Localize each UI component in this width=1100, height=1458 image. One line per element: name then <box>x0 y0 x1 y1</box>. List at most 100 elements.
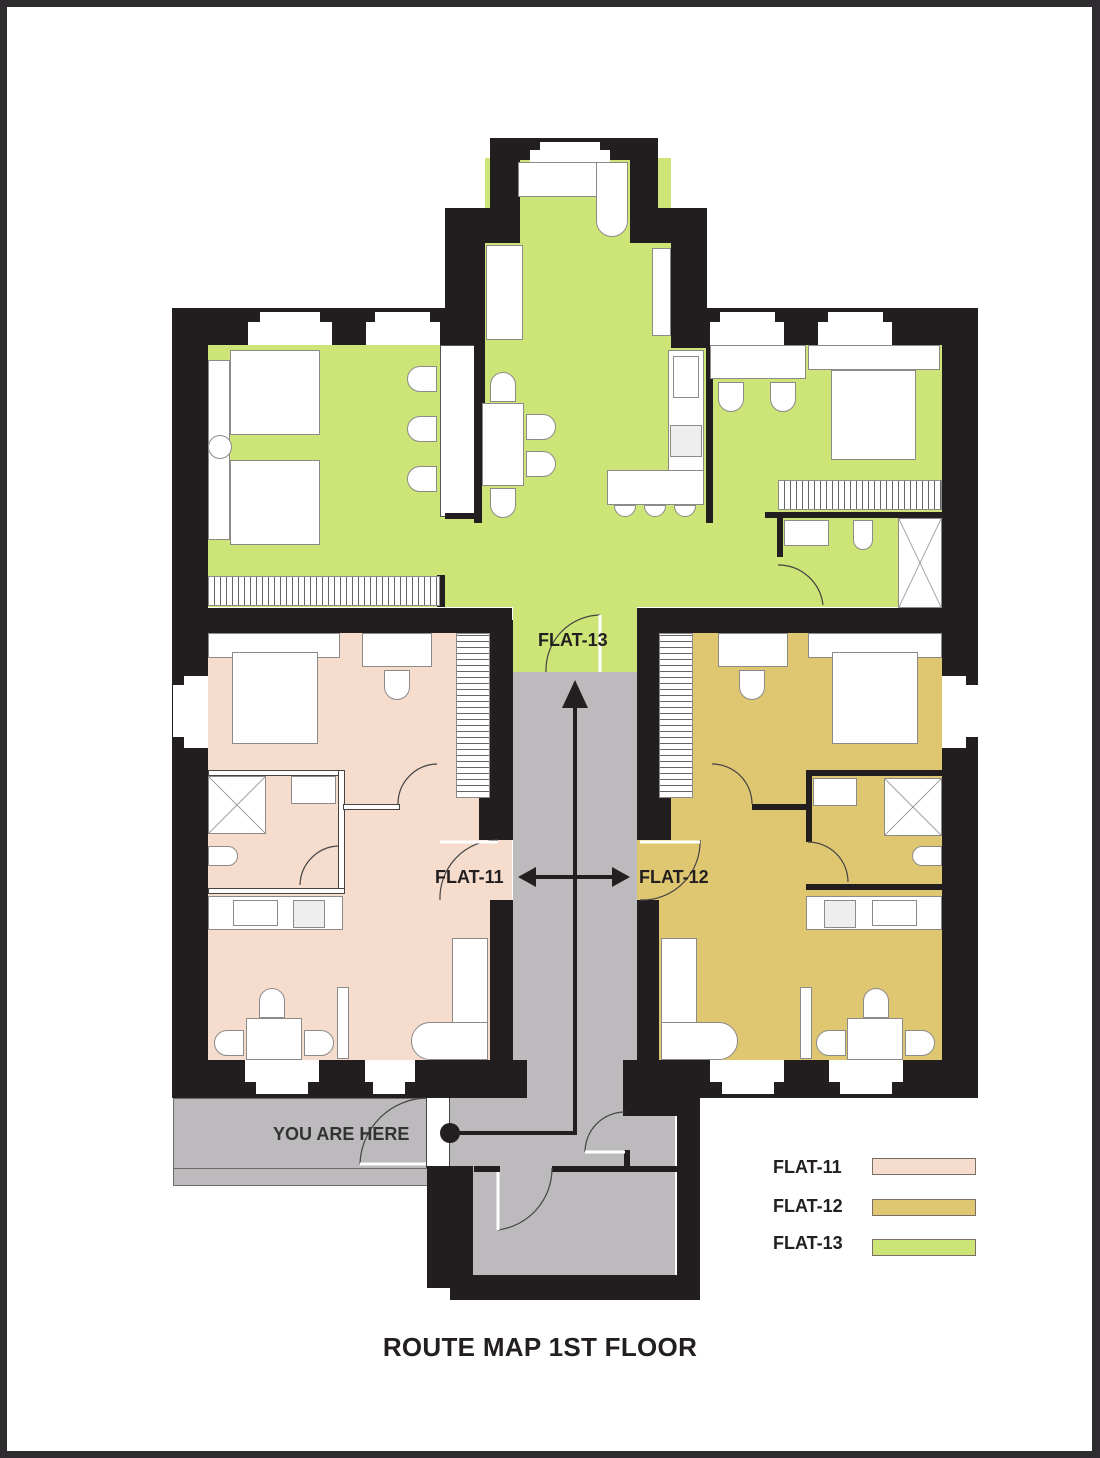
window <box>942 676 966 748</box>
wall <box>479 795 513 840</box>
sofa-chaise <box>661 1022 738 1060</box>
flat-12-label[interactable]: FLAT-12 <box>639 867 709 887</box>
wall <box>343 804 400 810</box>
wall <box>942 680 978 1098</box>
window <box>260 312 320 324</box>
chair <box>718 382 744 412</box>
nightstand <box>208 435 232 459</box>
window <box>710 1060 784 1082</box>
dining-table <box>482 403 524 486</box>
window <box>248 322 332 345</box>
chair <box>304 1030 334 1056</box>
legend-label-flat-11: FLAT-11 <box>773 1157 842 1177</box>
toilet <box>853 520 873 550</box>
wall <box>474 345 482 523</box>
sink <box>872 900 917 926</box>
door-leaves <box>360 615 700 1230</box>
wall <box>625 1096 631 1112</box>
chair <box>384 670 410 700</box>
wall <box>172 308 208 620</box>
desk <box>718 633 788 667</box>
stove <box>670 425 702 457</box>
wall <box>490 900 513 1060</box>
flat-11-hall-area <box>440 840 512 900</box>
wall <box>172 608 512 633</box>
location-marker-icon <box>440 1123 460 1143</box>
bidet <box>208 846 238 866</box>
dining-table <box>246 1018 302 1060</box>
window <box>373 1080 405 1094</box>
chair <box>526 414 556 440</box>
wall <box>637 620 659 840</box>
wardrobe <box>208 576 440 606</box>
window <box>366 322 440 345</box>
chair <box>407 366 437 392</box>
chair <box>526 451 556 477</box>
wall <box>450 1275 700 1300</box>
window <box>829 1060 903 1082</box>
flat-13-entry-area <box>513 600 637 672</box>
route-arrow-left-right-icon <box>518 867 536 887</box>
chair <box>490 488 516 518</box>
flat-13-label[interactable]: FLAT-13 <box>538 630 608 650</box>
window <box>365 1060 415 1082</box>
window <box>722 1080 774 1094</box>
sink <box>673 356 699 398</box>
sofa <box>486 245 523 340</box>
flat-13-area[interactable] <box>208 345 942 607</box>
wall <box>172 1060 527 1098</box>
room-divider <box>337 987 349 1059</box>
legend-swatch-flat-11 <box>872 1158 976 1175</box>
window <box>173 685 185 737</box>
chair <box>259 988 285 1018</box>
route-arrow-up-icon <box>562 680 588 708</box>
window <box>530 150 610 162</box>
stair-hall[interactable] <box>450 1096 675 1276</box>
chair <box>863 988 889 1018</box>
dining-table <box>847 1018 903 1060</box>
legend-label-flat-12: FLAT-12 <box>773 1196 843 1216</box>
wall <box>677 1096 700 1300</box>
double-bed <box>831 370 916 460</box>
wall <box>806 770 942 776</box>
wall <box>437 575 445 607</box>
chair <box>490 372 516 402</box>
kitchen-island <box>607 470 704 505</box>
flat-11-label[interactable]: FLAT-11 <box>435 867 504 887</box>
wall <box>624 1150 630 1170</box>
balcony[interactable] <box>173 1098 433 1186</box>
wall <box>706 345 713 523</box>
washbasin <box>291 776 336 804</box>
double-bed <box>230 350 320 435</box>
wall <box>474 1166 500 1172</box>
wardrobe <box>778 480 942 510</box>
map-title: ROUTE MAP 1ST FLOOR <box>382 1332 698 1362</box>
wall <box>637 608 977 633</box>
wall <box>208 888 345 894</box>
route-path <box>440 680 630 1143</box>
washbasin <box>784 520 829 546</box>
wall <box>445 513 482 519</box>
stove <box>824 900 856 928</box>
sink <box>233 900 278 926</box>
window <box>540 142 600 152</box>
chair <box>905 1030 935 1056</box>
wall <box>752 804 810 810</box>
wall <box>637 900 659 1060</box>
wall <box>765 512 942 518</box>
window <box>828 312 883 324</box>
wall <box>552 1166 677 1172</box>
chair <box>739 670 765 700</box>
legend-label-flat-13: FLAT-13 <box>773 1233 843 1253</box>
wall <box>623 1060 978 1098</box>
window <box>256 1080 308 1094</box>
window <box>375 312 430 324</box>
wall <box>777 512 783 557</box>
balcony-rail <box>173 1168 433 1169</box>
wardrobe <box>456 633 490 798</box>
chair <box>770 382 796 412</box>
headboard <box>808 345 940 370</box>
you-are-here-label: YOU ARE HERE <box>273 1124 410 1144</box>
